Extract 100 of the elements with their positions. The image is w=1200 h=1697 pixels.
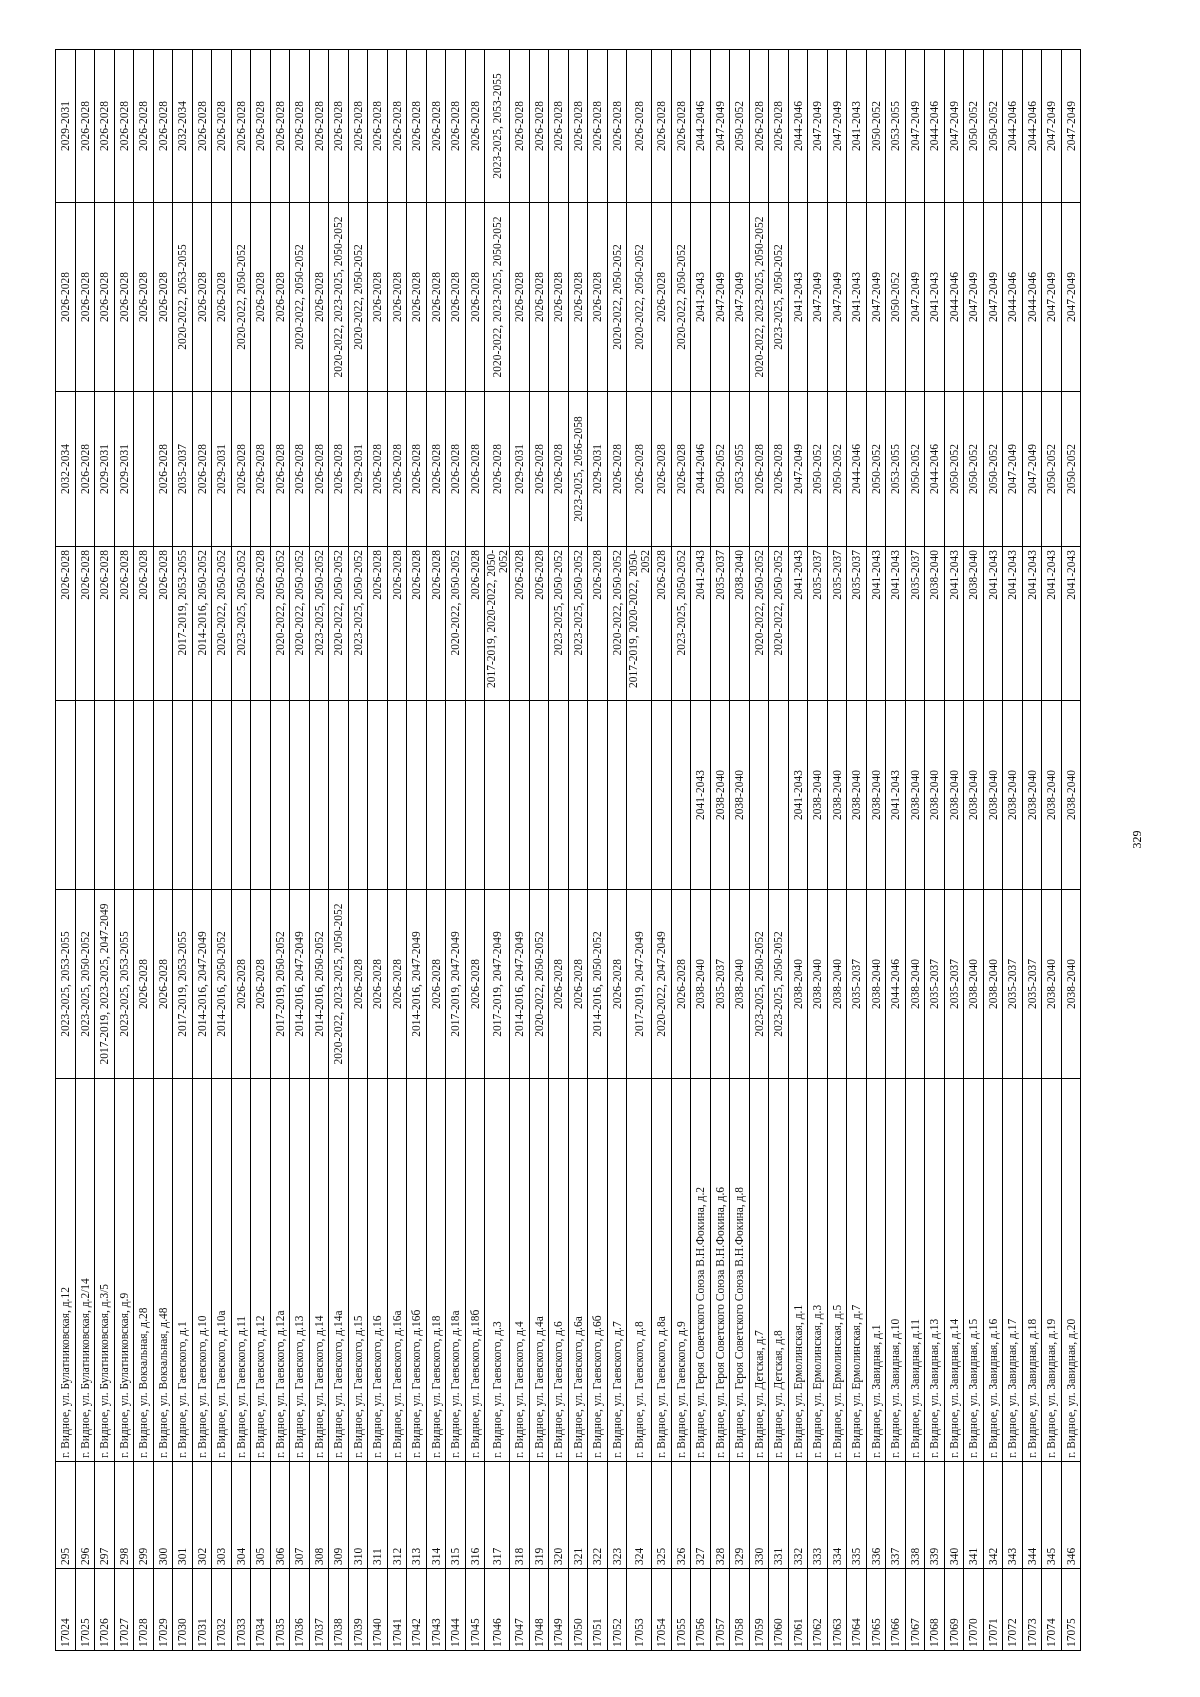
record-id: 17045 [465, 1568, 485, 1651]
period-text: 2026-2028 [426, 49, 446, 203]
period-text: 2047-2049 [1022, 391, 1042, 547]
period-text: 2020-2022, 2050-2052 [607, 546, 627, 701]
record-id: 17074 [1041, 1568, 1061, 1651]
period-text: 2026-2028 [309, 202, 329, 392]
period-text: 2050-2052 [866, 49, 886, 203]
period-text: 2014-2016, 2047-2049 [406, 889, 426, 1079]
address-text: г. Видное, ул. Булатниковская, д.9 [114, 1078, 134, 1462]
period-text: 2035-2037 [846, 889, 866, 1079]
period-text: 2026-2028 [768, 391, 788, 547]
row-number: 336 [866, 1461, 886, 1569]
period-text: 2026-2028 [426, 889, 446, 1079]
period-text: 2041-2043 [1022, 546, 1042, 701]
row-number: 324 [626, 1461, 652, 1569]
row-number: 318 [509, 1461, 529, 1569]
row-number: 338 [905, 1461, 925, 1569]
address-text: г. Видное, ул. Булатниковская, д.3/5 [94, 1078, 114, 1462]
period-text: 2026-2028 [529, 391, 549, 547]
period-text: 2047-2049 [807, 202, 827, 392]
row-number: 312 [387, 1461, 407, 1569]
row-number: 305 [250, 1461, 270, 1569]
period-text: 2026-2028 [114, 202, 134, 392]
period-text: 2026-2028 [250, 889, 270, 1079]
period-text: 2020-2022, 2050-2052 [348, 202, 368, 392]
address-text: г. Видное, ул. Гаевского, д.15 [348, 1078, 368, 1462]
record-id: 17039 [348, 1568, 368, 1651]
row-number: 331 [768, 1461, 788, 1569]
period-text: 2050-2052 [1041, 391, 1061, 547]
row-number: 323 [607, 1461, 627, 1569]
period-text: 2026-2028 [211, 202, 231, 392]
period-text: 2014-2016, 2050-2052 [192, 546, 212, 701]
period-text: 2044-2046 [944, 202, 964, 392]
record-id: 17070 [963, 1568, 983, 1651]
record-id: 17059 [749, 1568, 769, 1651]
period-text: 2047-2049 [1002, 391, 1022, 547]
period-text: 2041-2043 [788, 546, 808, 701]
period-text: 2014-2016, 2047-2049 [509, 889, 529, 1079]
period-text: 2026-2028 [367, 202, 387, 392]
period-text: 2047-2049 [827, 49, 847, 203]
period-text: 2023-2025, 2050-2052 [348, 546, 368, 701]
address-text: г. Видное, ул. Гаевского, д.8а [651, 1078, 671, 1462]
period-text: 2041-2043 [690, 700, 710, 890]
period-text: 2026-2028 [192, 391, 212, 547]
period-text: 2023-2025, 2050-2052 [548, 546, 568, 701]
row-number: 319 [529, 1461, 549, 1569]
period-text: 2026-2028 [153, 546, 173, 701]
period-text: 2041-2043 [866, 546, 886, 701]
period-text: 2038-2040 [866, 889, 886, 1079]
period-text: 2026-2028 [529, 546, 549, 701]
record-id: 17061 [788, 1568, 808, 1651]
period-text: 2047-2049 [983, 202, 1003, 392]
address-text: г. Видное, ул. Гаевского, д.8 [626, 1078, 652, 1462]
period-text: 2026-2028 [192, 49, 212, 203]
period-text: 2026-2028 [509, 546, 529, 701]
period-text: 2029-2031 [509, 391, 529, 547]
period-text: 2026-2028 [509, 202, 529, 392]
period-text: 2026-2028 [55, 546, 75, 701]
period-text: 2026-2028 [250, 202, 270, 392]
row-number: 322 [587, 1461, 607, 1569]
period-text: 2053-2055 [885, 391, 905, 547]
period-text: 2047-2049 [710, 49, 730, 203]
period-text: 2020-2022, 2050-2052 [671, 202, 691, 392]
period-text: 2038-2040 [1002, 700, 1022, 890]
period-text: 2020-2022, 2050-2052 [626, 202, 652, 392]
period-text: 2035-2037 [846, 546, 866, 701]
period-text: 2017-2019, 2020-2022, 2050-2052 [484, 546, 510, 701]
period-text: 2026-2028 [328, 391, 348, 547]
record-id: 17056 [690, 1568, 710, 1651]
period-text: 2020-2022, 2050-2052 [270, 546, 290, 701]
record-id: 17035 [270, 1568, 290, 1651]
period-text: 2038-2040 [729, 700, 749, 890]
period-text: 2017-2019, 2053-2055 [172, 546, 192, 701]
address-text: г. Видное, ул. Героя Советского Союза В.Н.Фокина, д.8 [729, 1078, 749, 1462]
period-text: 2026-2028 [768, 49, 788, 203]
period-text: 2020-2022, 2053-2055 [172, 202, 192, 392]
period-text: 2026-2028 [211, 49, 231, 203]
period-text: 2038-2040 [866, 700, 886, 890]
address-text: г. Видное, ул. Завидная, д.17 [1002, 1078, 1022, 1462]
period-text: 2020-2022, 2047-2049 [651, 889, 671, 1079]
row-number: 298 [114, 1461, 134, 1569]
address-text: г. Видное, ул. Гаевского, д.3 [484, 1078, 510, 1462]
period-text: 2044-2046 [788, 49, 808, 203]
period-text: 2026-2028 [406, 546, 426, 701]
period-text: 2032-2034 [55, 391, 75, 547]
period-text: 2020-2022, 2023-2025, 2050-2052 [328, 202, 348, 392]
period-text: 2029-2031 [114, 391, 134, 547]
period-text: 2026-2028 [465, 391, 485, 547]
record-id: 17031 [192, 1568, 212, 1651]
period-text: 2038-2040 [1022, 700, 1042, 890]
period-text: 2026-2028 [509, 49, 529, 203]
period-text: 2026-2028 [309, 391, 329, 547]
period-text: 2026-2028 [406, 202, 426, 392]
address-text: г. Видное, ул. Ермолинская, д.3 [807, 1078, 827, 1462]
period-text: 2026-2028 [75, 49, 95, 203]
record-id: 17033 [231, 1568, 251, 1651]
period-text: 2026-2028 [406, 49, 426, 203]
period-text: 2026-2028 [426, 391, 446, 547]
period-text: 2026-2028 [548, 391, 568, 547]
row-number: 320 [548, 1461, 568, 1569]
